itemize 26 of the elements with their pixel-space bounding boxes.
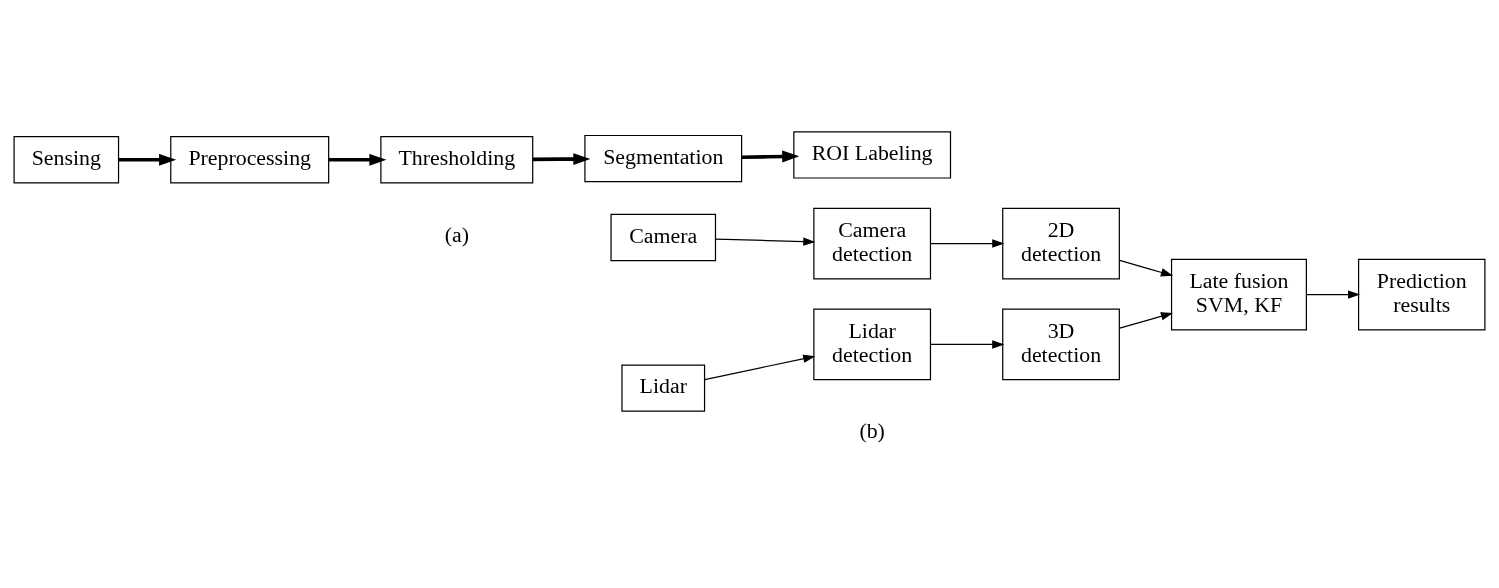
node-box: Prediction results	[1358, 258, 1486, 331]
arrow	[532, 153, 591, 166]
node-box: Lidar	[621, 364, 706, 412]
arrow	[714, 237, 816, 246]
arrow	[741, 150, 800, 163]
arrow	[1119, 312, 1174, 329]
node-box: Lidar detection	[813, 308, 932, 381]
arrow	[328, 153, 387, 166]
node-box: Segmentation	[584, 134, 743, 183]
node-box: Thresholding	[380, 136, 534, 184]
node-box: 3D detection	[1002, 308, 1120, 381]
arrow	[1306, 290, 1361, 299]
node-box: Camera	[610, 213, 717, 262]
label: (a)	[444, 222, 469, 247]
node-box: Sensing	[13, 136, 120, 184]
node-box: Late fusion SVM, KF	[1170, 258, 1307, 331]
node-box: Preprocessing	[170, 136, 330, 184]
node-box: 2D detection	[1002, 207, 1120, 280]
label: (b)	[859, 419, 885, 444]
arrow	[118, 153, 177, 166]
node-box: ROI Labeling	[793, 131, 952, 179]
arrow	[930, 239, 1005, 248]
node-box: Camera detection	[813, 207, 932, 280]
arrow	[704, 354, 816, 381]
arrow	[930, 340, 1005, 349]
arrow	[1119, 259, 1174, 277]
